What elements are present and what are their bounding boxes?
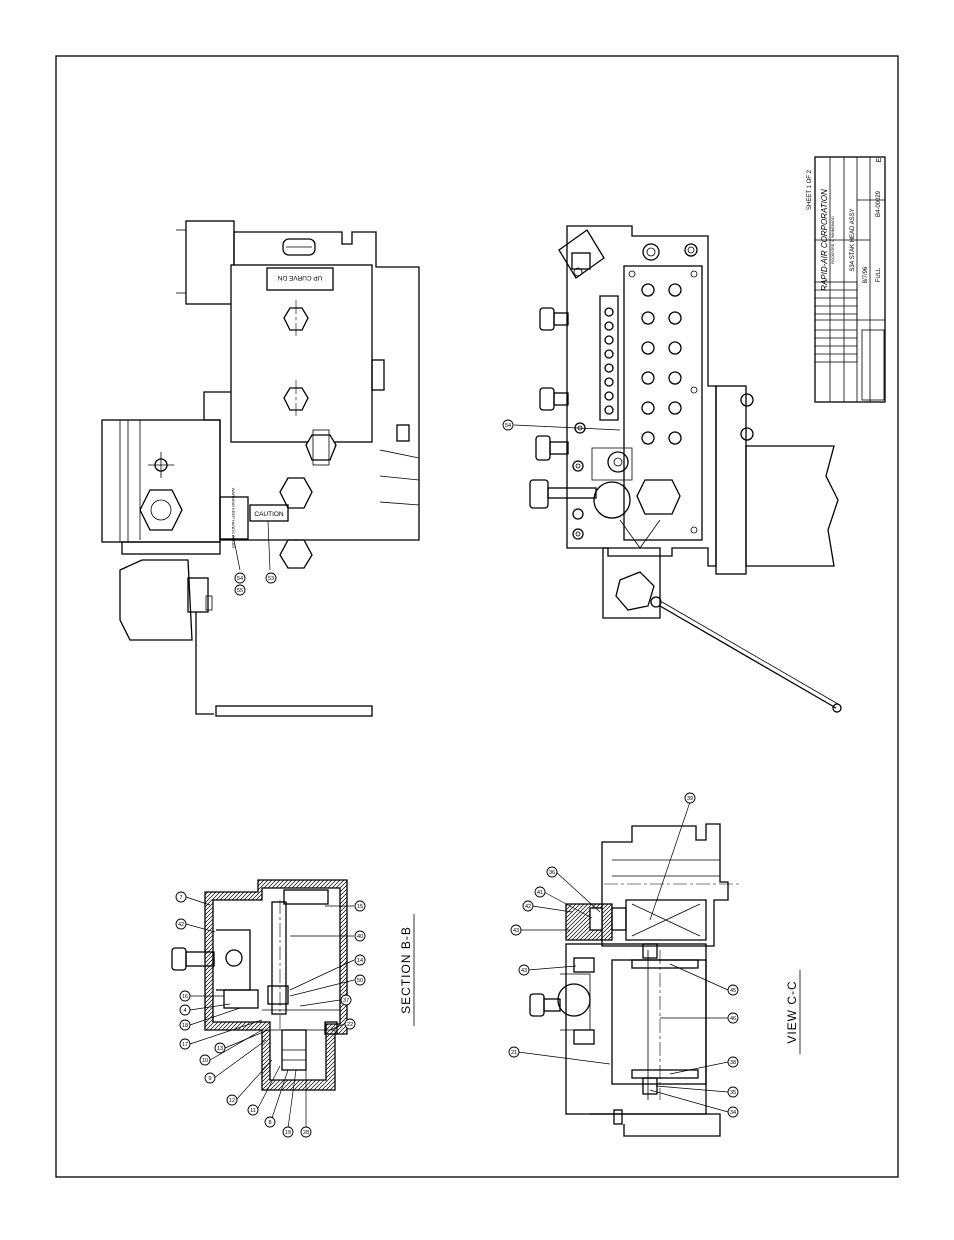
svg-text:40: 40 xyxy=(357,934,363,940)
drawing-title: S34 STAK HEAD ASSY xyxy=(850,208,856,271)
title-block: SHEET 1 OF 2 RAPID-AIR CORPORATION ROCKF… xyxy=(807,157,885,402)
side-view: 54 xyxy=(503,226,841,712)
front-view: UP CURVE DN WARNING KEEP HANDS CLEAR xyxy=(102,221,419,716)
hex-nut-4 xyxy=(280,478,312,508)
side-inner-plate xyxy=(624,266,702,540)
svg-text:35: 35 xyxy=(730,1090,736,1096)
svg-text:42: 42 xyxy=(525,904,531,910)
svg-text:21: 21 xyxy=(511,1050,517,1056)
svg-text:38: 38 xyxy=(730,1060,736,1066)
section-bb-label: SECTION B-B xyxy=(399,926,413,1014)
svg-text:18: 18 xyxy=(182,1023,188,1029)
drawing-number: B4-00029 xyxy=(876,190,882,217)
sheet-label: SHEET 1 OF 2 xyxy=(807,169,813,210)
actuator-rod xyxy=(216,706,372,716)
date-value: 8/7/96 xyxy=(863,266,869,283)
svg-text:14: 14 xyxy=(357,958,363,964)
svg-text:19: 19 xyxy=(285,1130,291,1136)
svg-text:17: 17 xyxy=(182,1042,188,1048)
curve-plate-text: UP CURVE DN xyxy=(277,274,322,281)
svg-text:28: 28 xyxy=(303,1130,309,1136)
svg-text:53: 53 xyxy=(268,576,274,582)
svg-text:10: 10 xyxy=(202,1058,208,1064)
svg-text:22: 22 xyxy=(347,1022,353,1028)
svg-text:54: 54 xyxy=(505,423,511,429)
lower-bracket xyxy=(120,560,192,640)
svg-text:39: 39 xyxy=(687,796,693,802)
company-sub: ROCKFORD, IL WINNEBAGO xyxy=(831,216,835,264)
svg-text:36: 36 xyxy=(549,870,555,876)
view-cc-label: VIEW C-C xyxy=(785,980,799,1043)
svg-text:55: 55 xyxy=(237,588,243,594)
svg-text:7: 7 xyxy=(179,895,182,901)
caution-label: CAUTION xyxy=(254,511,284,518)
svg-text:41: 41 xyxy=(537,890,543,896)
svg-text:46: 46 xyxy=(730,1016,736,1022)
svg-text:50: 50 xyxy=(357,978,363,984)
hex-bolt xyxy=(140,490,182,530)
svg-text:13: 13 xyxy=(217,1046,223,1052)
svg-text:12: 12 xyxy=(229,1098,235,1104)
svg-text:16: 16 xyxy=(182,994,188,1000)
svg-text:43: 43 xyxy=(513,928,519,934)
revision-letter: E xyxy=(876,157,883,162)
svg-text:42: 42 xyxy=(178,922,184,928)
svg-text:15: 15 xyxy=(357,904,363,910)
company-name: RAPID-AIR CORPORATION xyxy=(820,189,829,291)
scale-value: FULL xyxy=(876,267,882,282)
svg-text:54: 54 xyxy=(237,576,243,582)
svg-text:37: 37 xyxy=(343,998,349,1004)
adjustment-plate xyxy=(231,265,372,442)
svg-text:9: 9 xyxy=(208,1076,211,1082)
hex-nut-3 xyxy=(306,435,336,460)
hex-nut-5 xyxy=(280,540,312,568)
svg-text:45: 45 xyxy=(730,988,736,994)
view-cc: 39 36 41 42 43 43 21 45 46 38 35 34 VIEW xyxy=(509,793,800,1136)
svg-text:43: 43 xyxy=(521,968,527,974)
svg-text:34: 34 xyxy=(730,1110,736,1116)
svg-text:8: 8 xyxy=(268,1120,271,1126)
section-bb: 7 42 16 4 18 17 10 9 13 12 11 8 19 xyxy=(172,880,414,1137)
svg-text:4: 4 xyxy=(183,1008,186,1014)
svg-text:11: 11 xyxy=(250,1108,256,1114)
